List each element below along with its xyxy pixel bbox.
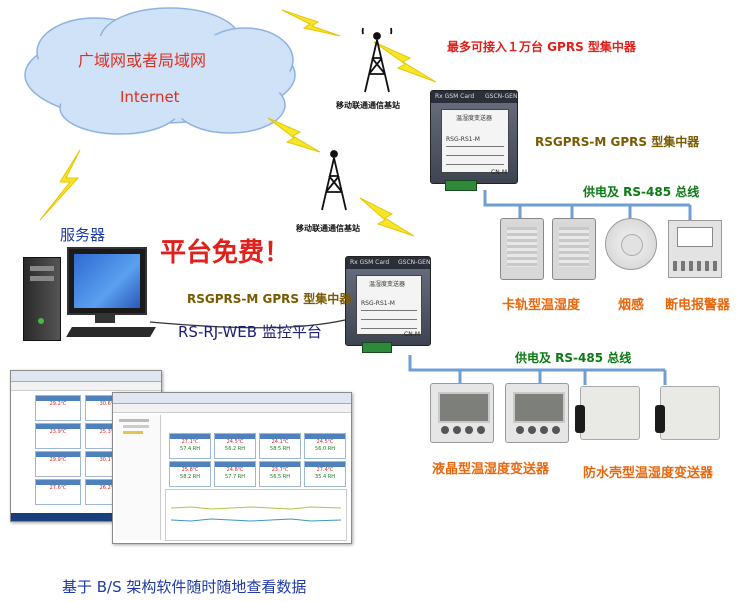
lightning-bolt [281, 9, 341, 37]
tile-temperature: 24.1℃ [271, 439, 289, 445]
tile-humidity: 56.2 RH [225, 446, 245, 452]
tile-temperature: 30.1℃ [99, 457, 117, 463]
tile-humidity: 58.2 RH [180, 474, 200, 480]
concentrator-upper-label: RSGPRS-M GPRS 型集中器 [535, 135, 700, 149]
bottom-caption: 基于 B/S 架构软件随时随地查看数据 [62, 578, 307, 596]
lcd-transmitter-device [430, 383, 494, 443]
tile-temperature: 29.9℃ [49, 457, 67, 463]
tile-temperature: 25.3℃ [99, 429, 117, 435]
tower-icon [361, 27, 393, 93]
tile-humidity: 56.5 RH [270, 474, 290, 480]
lcd-transmitter-device [505, 383, 569, 443]
power-alarm-device [668, 220, 722, 278]
rail-sensor-label: 卡轨型温湿度 [502, 298, 581, 313]
power-bus-label: 供电及 RS-485 总线 [583, 185, 700, 199]
smoke-detector-device [605, 218, 657, 270]
concentrator-lower-label: RSGPRS-M GPRS 型集中器 [187, 292, 352, 306]
sensor-tile: 29.2℃ [35, 395, 81, 421]
top-note: 最多可接入１万台 GPRS 型集中器 [447, 40, 636, 54]
tile-temperature: 25.8℃ [181, 467, 199, 473]
base-station-label: 移动联通通信基站 [296, 224, 360, 233]
server-label: 服务器 [60, 226, 106, 244]
tile-temperature: 24.5℃ [226, 439, 244, 445]
tile-temperature: 27.1℃ [181, 439, 199, 445]
lightning-bolt [267, 117, 321, 153]
waterproof-transmitter-device [575, 386, 640, 440]
alarm-label: 断电报警器 [665, 298, 731, 313]
base-station-label: 移动联通通信基站 [336, 101, 400, 110]
tile-humidity: 57.4 RH [180, 446, 200, 452]
cloud-title: 广域网或者局域网 [78, 51, 207, 70]
power-bus-label: 供电及 RS-485 总线 [515, 351, 632, 365]
rail-sensor-device [500, 218, 544, 280]
tile-humidity: 58.5 RH [270, 446, 290, 452]
tile-humidity: 57.7 RH [225, 474, 245, 480]
tile-temperature: 27.6℃ [49, 485, 67, 491]
sensor-tile: 29.9℃ [35, 451, 81, 477]
server-computer [15, 245, 165, 345]
tile-temperature: 27.4℃ [316, 467, 334, 473]
concentrator-lower: Rx GSM Card GSCN-GEN 温湿度变送器 RSG-RS1-M CN… [345, 256, 431, 353]
sensor-tile: 30.6℃ [85, 395, 131, 421]
tile-temperature: 26.2℃ [99, 485, 117, 491]
rail-sensor-device [552, 218, 596, 280]
tower-icon [321, 150, 347, 211]
tile-temperature: 23.7℃ [271, 467, 289, 473]
waterproof-transmitter-label: 防水壳型温湿度变送器 [583, 466, 714, 481]
free-label: 平台免费！ [160, 238, 291, 268]
tile-humidity: 35.4 RH [315, 474, 335, 480]
tile-temperature: 23.9℃ [49, 429, 67, 435]
sensor-tile: 27.6℃ [35, 479, 81, 505]
waterproof-transmitter-device [655, 386, 720, 440]
tile-temperature: 29.2℃ [49, 401, 67, 407]
lightning-bolt [359, 197, 415, 237]
lightning-bolt [39, 149, 81, 221]
tile-humidity: 56.0 RH [315, 446, 335, 452]
smoke-label: 烟感 [618, 298, 645, 313]
lightning-bolt [373, 41, 437, 83]
cloud-shape [24, 7, 296, 135]
platform-label: RS-RJ-WEB 监控平台 [178, 323, 322, 341]
sensor-tile: 23.9℃ [35, 423, 81, 449]
concentrator-upper: Rx GSM Card GSCN-GEN 温湿度变送器 RSG-RS1-M CN… [430, 90, 518, 191]
lcd-transmitter-label: 液晶型温湿度变送器 [432, 462, 550, 477]
tile-temperature: 24.8℃ [226, 467, 244, 473]
tile-temperature: 24.5℃ [316, 439, 334, 445]
tile-temperature: 30.6℃ [99, 401, 117, 407]
cloud-internet: Internet [120, 88, 180, 106]
